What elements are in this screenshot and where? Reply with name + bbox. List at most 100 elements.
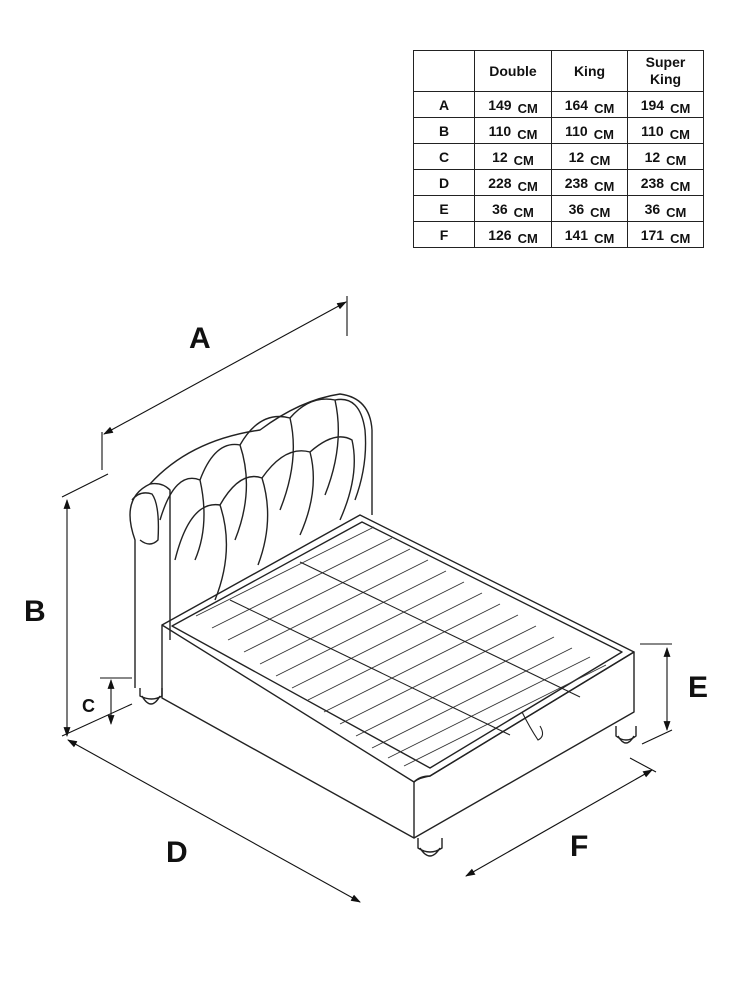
slat-rail <box>229 599 511 736</box>
cell-unit: CM <box>590 152 611 168</box>
cell-value: 12 <box>492 148 508 165</box>
slat-line <box>339 625 537 725</box>
cell-value: 126 <box>488 226 512 243</box>
cell-value: 36 <box>644 200 661 217</box>
table-cell: 36 CM <box>474 195 552 222</box>
table-cell: 36 CM <box>627 195 704 222</box>
headboard-tufting <box>159 398 367 601</box>
table-row: C 12 CM 12 CM 12 CM <box>413 143 704 170</box>
header-empty-cell <box>413 50 475 92</box>
label-d: D <box>166 836 188 869</box>
slat-line <box>259 570 447 665</box>
dim-line-d <box>67 739 361 903</box>
label-e: E <box>688 671 708 704</box>
row-label: C <box>413 143 475 170</box>
cell-value: 164 <box>564 96 589 113</box>
cell-unit: CM <box>594 178 615 194</box>
cell-unit: CM <box>593 126 614 142</box>
cell-unit: CM <box>517 126 538 142</box>
dim-line-f <box>465 769 653 877</box>
row-label: E <box>413 195 475 222</box>
cell-unit: CM <box>666 152 687 168</box>
slat-line <box>307 603 501 701</box>
ext-line-d <box>61 703 133 737</box>
cell-unit: CM <box>590 204 611 220</box>
table-cell: 110 CM <box>474 117 552 144</box>
slat-rail <box>299 561 581 698</box>
cell-unit: CM <box>670 230 691 246</box>
bed-frame-rim <box>161 514 635 783</box>
cell-value: 110 <box>641 122 664 139</box>
ext-line-f <box>629 757 657 773</box>
table-cell: 171 CM <box>627 221 704 248</box>
row-label: D <box>413 169 475 196</box>
bed-outline <box>129 393 637 857</box>
gas-strut <box>521 711 544 741</box>
row-label: F <box>413 221 475 248</box>
leg-front <box>417 838 443 857</box>
headboard-scroll <box>131 492 160 545</box>
label-a: A <box>189 322 211 355</box>
dimension-lines <box>61 296 673 903</box>
slat-line <box>275 581 465 677</box>
cell-value: 12 <box>644 148 661 165</box>
slat-line <box>371 647 573 749</box>
cell-value: 228 <box>488 174 512 191</box>
slat-line <box>323 614 519 713</box>
table-row: F 126 CM 141 CM 171 CM <box>413 221 704 248</box>
cell-value: 36 <box>492 200 508 217</box>
slat-line <box>227 548 411 641</box>
ext-line-b <box>61 473 109 498</box>
table-cell: 141 CM <box>551 221 628 248</box>
table-cell: 12 CM <box>474 143 552 170</box>
cell-value: 110 <box>565 122 588 139</box>
cell-unit: CM <box>513 152 534 168</box>
slat-line <box>355 636 555 737</box>
label-c: C <box>82 696 95 716</box>
slat-line <box>291 592 483 689</box>
cell-unit: CM <box>670 100 691 116</box>
slat-line <box>211 537 393 629</box>
label-b: B <box>24 595 46 628</box>
table-cell: 164 CM <box>551 91 628 118</box>
leg-right <box>615 726 637 744</box>
cell-unit: CM <box>594 100 615 116</box>
cell-unit: CM <box>517 100 538 116</box>
cell-unit: CM <box>517 230 538 246</box>
cell-value: 194 <box>640 96 665 113</box>
headboard-top <box>149 393 373 515</box>
cell-value: 141 <box>564 226 589 243</box>
slat-line <box>403 664 607 767</box>
slat-lines <box>195 526 607 767</box>
ext-line-e-2 <box>641 729 673 745</box>
cell-unit: CM <box>670 178 691 194</box>
header-super-king: Super King <box>627 50 704 92</box>
cell-value: 12 <box>568 148 585 165</box>
headboard-side <box>129 482 171 688</box>
slat-line <box>243 559 429 653</box>
cell-value: 171 <box>640 226 665 243</box>
bed-frame-inner-rim <box>171 521 623 769</box>
table-cell: 238 CM <box>627 169 704 196</box>
cell-unit: CM <box>594 230 615 246</box>
bed-base-front <box>161 624 415 839</box>
cell-unit: CM <box>669 126 690 142</box>
cell-unit: CM <box>517 178 538 194</box>
cell-value: 36 <box>568 200 585 217</box>
slat-rails <box>229 561 581 741</box>
dim-line-a <box>103 301 347 435</box>
leg-left <box>139 688 163 705</box>
slat-line <box>195 526 375 617</box>
cell-value: 238 <box>640 174 665 191</box>
cell-value: 149 <box>488 96 512 113</box>
table-cell: 126 CM <box>474 221 552 248</box>
label-f: F <box>570 830 588 863</box>
cell-value: 110 <box>488 122 512 139</box>
cell-unit: CM <box>513 204 534 220</box>
cell-unit: CM <box>666 204 687 220</box>
